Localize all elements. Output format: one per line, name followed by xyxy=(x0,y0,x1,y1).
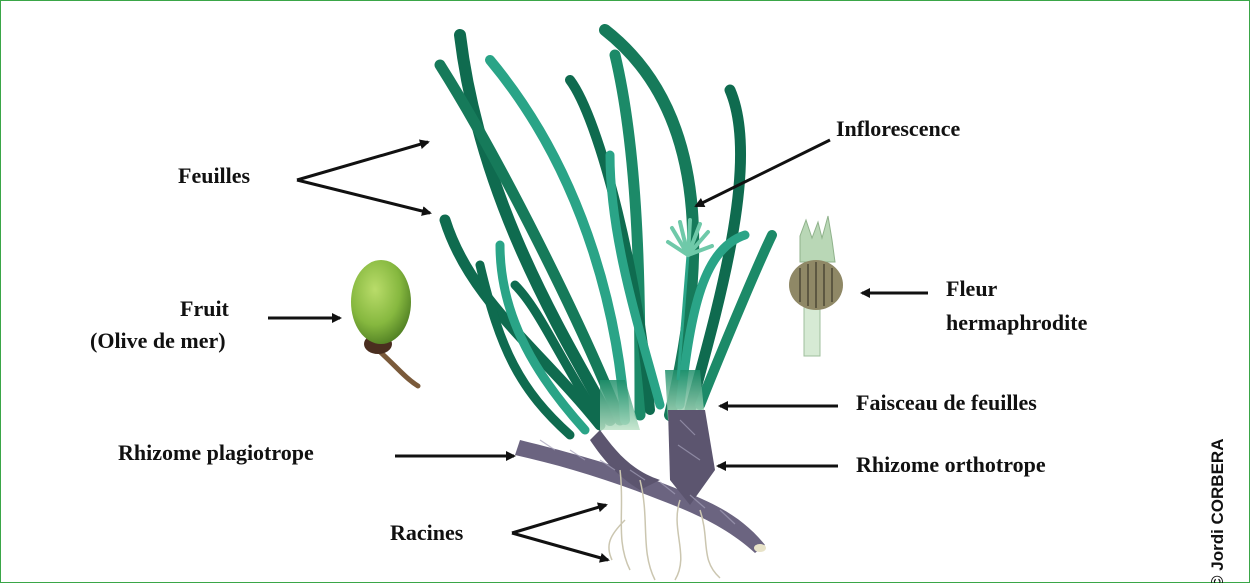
label-fruit-line2: (Olive de mer) xyxy=(90,328,226,354)
label-fleur-line2: hermaphrodite xyxy=(946,310,1087,336)
label-rhizome-plagiotrope: Rhizome plagiotrope xyxy=(118,440,314,466)
arrow-inflorescence xyxy=(696,140,830,206)
copyright-credit: © Jordi CORBERA xyxy=(1208,439,1228,583)
label-rhizome-orthotrope: Rhizome orthotrope xyxy=(856,452,1046,478)
arrow-racines-lower xyxy=(512,533,608,560)
flower-drawing xyxy=(789,216,843,356)
label-racines: Racines xyxy=(390,520,463,546)
label-feuilles: Feuilles xyxy=(178,163,250,189)
label-inflorescence: Inflorescence xyxy=(836,116,960,142)
label-fleur-line1: Fleur xyxy=(946,276,997,302)
rhizome-plagiotrope-shape xyxy=(515,440,765,553)
arrow-feuilles-lower xyxy=(297,180,430,213)
arrow-racines-upper xyxy=(512,505,606,533)
label-fruit-line1: Fruit xyxy=(180,296,229,322)
fruit-drawing xyxy=(351,260,418,386)
arrow-feuilles-upper xyxy=(297,142,428,180)
leaves xyxy=(440,30,772,435)
label-faisceau: Faisceau de feuilles xyxy=(856,390,1037,416)
